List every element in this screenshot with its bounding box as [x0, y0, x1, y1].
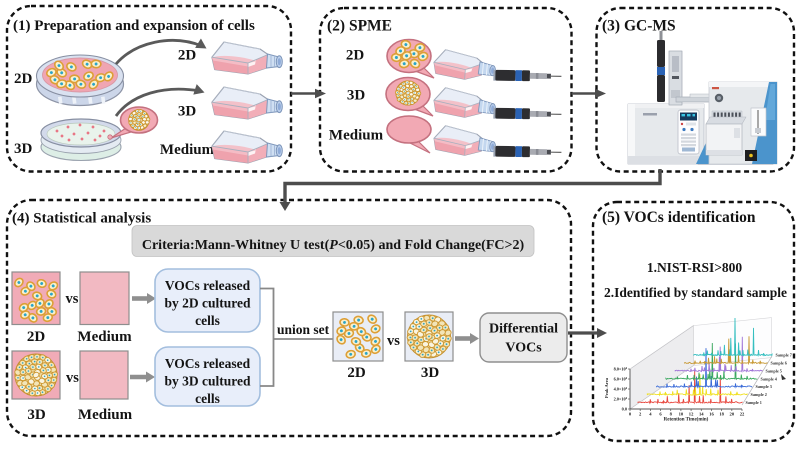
svg-text:18: 18 [719, 412, 724, 417]
svg-text:2D: 2D [178, 48, 197, 64]
svg-text:10: 10 [679, 412, 684, 417]
svg-text:1.NIST-RSI>800: 1.NIST-RSI>800 [647, 260, 743, 275]
svg-text:3D: 3D [27, 407, 46, 423]
svg-text:(4) Statistical analysis: (4) Statistical analysis [12, 211, 151, 227]
svg-text:(2) SPME: (2) SPME [327, 18, 392, 35]
svg-text:Sample 2: Sample 2 [751, 392, 767, 397]
svg-text:0.0: 0.0 [622, 406, 627, 411]
svg-text:cells: cells [195, 313, 220, 328]
svg-text:Medium: Medium [160, 142, 215, 158]
svg-text:Sample 7: Sample 7 [776, 353, 792, 358]
svg-text:3D: 3D [178, 104, 197, 120]
svg-text:Medium: Medium [78, 407, 133, 423]
svg-text:Sample 1: Sample 1 [746, 400, 762, 405]
svg-text:Criteria:Mann-Whitney U test(P: Criteria:Mann-Whitney U test(P<0.05) and… [142, 238, 525, 253]
svg-text:by 3D cultured: by 3D cultured [164, 374, 251, 389]
svg-text:Retention Time(min): Retention Time(min) [664, 418, 709, 423]
svg-text:3D: 3D [347, 88, 366, 104]
svg-text:vs: vs [66, 291, 79, 307]
svg-text:2.Identified by standard sampl: 2.Identified by standard sample [604, 285, 787, 300]
svg-text:cells: cells [195, 391, 220, 406]
svg-text:3D: 3D [14, 141, 33, 157]
svg-text:VOCs released: VOCs released [165, 356, 251, 371]
svg-text:(3) GC-MS: (3) GC-MS [602, 18, 676, 35]
svg-text:VOCs: VOCs [505, 341, 542, 356]
svg-text:2D: 2D [347, 365, 366, 381]
svg-text:8.0×106: 8.0×106 [614, 366, 628, 371]
svg-text:(1) Preparation and expansion: (1) Preparation and expansion of cells [13, 18, 255, 34]
svg-text:Sample 4: Sample 4 [761, 376, 778, 381]
svg-text:(5) VOCs identification: (5) VOCs identification [602, 209, 756, 226]
svg-text:VOCs released: VOCs released [165, 278, 251, 293]
svg-text:14: 14 [699, 412, 704, 417]
svg-text:2D: 2D [27, 329, 46, 345]
svg-text:Peak Area: Peak Area [604, 377, 609, 398]
svg-text:Medium: Medium [329, 128, 384, 144]
svg-text:vs: vs [387, 333, 400, 349]
svg-text:2D: 2D [14, 71, 33, 87]
svg-text:2D: 2D [346, 48, 365, 64]
svg-text:6: 6 [659, 412, 662, 417]
svg-text:22: 22 [740, 412, 745, 417]
svg-text:8: 8 [670, 412, 673, 417]
svg-text:6.0×106: 6.0×106 [614, 376, 628, 381]
svg-text:Medium: Medium [77, 329, 132, 345]
svg-text:Differential: Differential [489, 322, 558, 337]
svg-text:Sample 5: Sample 5 [766, 368, 782, 373]
svg-text:2: 2 [639, 412, 642, 417]
svg-text:16: 16 [709, 412, 714, 417]
svg-text:20: 20 [730, 412, 735, 417]
svg-text:vs: vs [66, 370, 79, 386]
svg-text:3D: 3D [421, 365, 440, 381]
svg-text:Sample 3: Sample 3 [756, 384, 772, 389]
svg-text:Sample 6: Sample 6 [771, 361, 787, 366]
svg-text:by 2D cultured: by 2D cultured [164, 296, 251, 311]
svg-text:4: 4 [649, 412, 652, 417]
svg-text:0: 0 [629, 412, 632, 417]
svg-text:2.0×106: 2.0×106 [614, 396, 628, 401]
svg-text:12: 12 [689, 412, 694, 417]
svg-text:4.0×106: 4.0×106 [614, 386, 628, 391]
svg-text:union set: union set [277, 322, 330, 337]
